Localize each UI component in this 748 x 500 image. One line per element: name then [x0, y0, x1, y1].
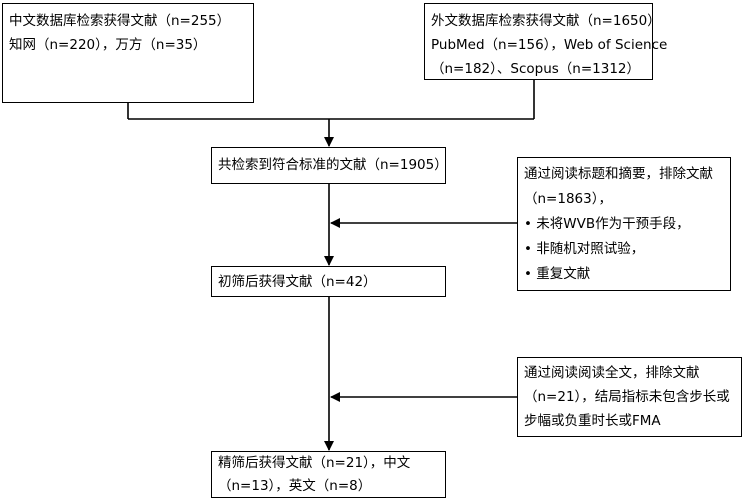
foreign-database-box: 外文数据库检索获得文献（n=1650） PubMed（n=156），Web of… [424, 3, 668, 80]
total-retrieved-box: 共检索到符合标准的文献（n=1905） [211, 147, 448, 184]
box-line: 中文数据库检索获得文献（n=255） [9, 13, 231, 29]
box-line: 共检索到符合标准的文献（n=1905） [218, 157, 448, 173]
final-screen-box: 精筛后获得文献（n=21），中文 （n=13），英文（n=8） [211, 451, 446, 498]
box-line: 步幅或负重时长或FMA [524, 413, 661, 429]
initial-screen-box: 初筛后获得文献（n=42） [211, 266, 446, 297]
box-line: 知网（n=220），万方（n=35） [9, 37, 207, 53]
box-line: 初筛后获得文献（n=42） [218, 274, 377, 290]
box-line: （n=1863）， [524, 191, 612, 207]
box-line: （n=21），结局指标未包含步长或 [524, 389, 730, 405]
exclusion-fulltext-box: 通过阅读阅读全文，排除文献 （n=21），结局指标未包含步长或 步幅或负重时长或… [517, 357, 742, 437]
box-line: （n=182）、Scopus（n=1312） [431, 61, 641, 77]
box-line: • 未将WVB作为干预手段， [524, 216, 690, 232]
box-line: 通过阅读阅读全文，排除文献 [524, 365, 700, 381]
box-line: 外文数据库检索获得文献（n=1650） [431, 13, 661, 29]
exclusion-title-abstract-box: 通过阅读标题和摘要，排除文献 （n=1863）， • 未将WVB作为干预手段， … [517, 157, 731, 291]
chinese-database-box: 中文数据库检索获得文献（n=255） 知网（n=220），万方（n=35） [2, 3, 254, 103]
box-line: （n=13），英文（n=8） [218, 478, 372, 494]
box-line: 通过阅读标题和摘要，排除文献 [524, 166, 713, 182]
box-line: PubMed（n=156），Web of Science [431, 37, 668, 53]
box-line: • 重复文献 [524, 266, 591, 282]
box-line: • 非随机对照试验， [524, 241, 645, 257]
box-line: 精筛后获得文献（n=21），中文 [218, 455, 411, 471]
